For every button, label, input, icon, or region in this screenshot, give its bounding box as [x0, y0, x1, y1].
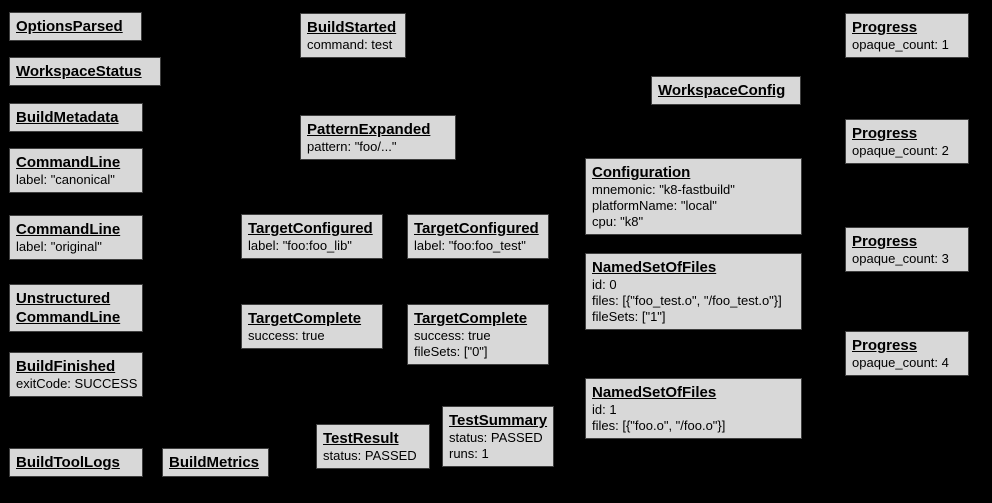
node-title: Unstructured — [16, 290, 111, 307]
node-detail: opaque_count: 4 — [852, 355, 949, 370]
node-title: Configuration — [592, 164, 691, 181]
node-named-set-of-files-1: NamedSetOfFiles id: 1 files: [{"foo.o", … — [585, 378, 802, 439]
node-detail: fileSets: ["0"] — [414, 344, 488, 359]
node-detail: label: "foo:foo_lib" — [248, 238, 352, 253]
node-title: CommandLine — [16, 309, 121, 326]
node-target-configured-test: TargetConfigured label: "foo:foo_test" — [407, 214, 549, 259]
node-build-metrics: BuildMetrics — [162, 448, 269, 477]
node-pattern-expanded: PatternExpanded pattern: "foo/..." — [300, 115, 456, 160]
node-detail: id: 0 — [592, 277, 617, 292]
node-detail: runs: 1 — [449, 446, 489, 461]
node-detail: opaque_count: 2 — [852, 143, 949, 158]
node-detail: mnemonic: "k8-fastbuild" — [592, 182, 735, 197]
node-options-parsed: OptionsParsed — [9, 12, 142, 41]
node-target-complete-test: TargetComplete success: true fileSets: [… — [407, 304, 549, 365]
node-detail: id: 1 — [592, 402, 617, 417]
node-progress-1: Progress opaque_count: 1 — [845, 13, 969, 58]
node-test-result: TestResult status: PASSED — [316, 424, 430, 469]
node-build-tool-logs: BuildToolLogs — [9, 448, 143, 477]
node-detail: label: "canonical" — [16, 172, 115, 187]
node-title: BuildToolLogs — [16, 454, 120, 471]
node-title: BuildStarted — [307, 19, 397, 36]
node-title: WorkspaceConfig — [658, 82, 786, 99]
node-title: Progress — [852, 337, 918, 354]
node-title: Progress — [852, 125, 918, 142]
node-title: BuildFinished — [16, 358, 116, 375]
node-build-finished: BuildFinished exitCode: SUCCESS — [9, 352, 143, 397]
node-detail: success: true — [414, 328, 491, 343]
node-title: CommandLine — [16, 154, 121, 171]
node-build-started: BuildStarted command: test — [300, 13, 406, 58]
node-progress-2: Progress opaque_count: 2 — [845, 119, 969, 164]
node-detail: files: [{"foo_test.o", "/foo_test.o"}] — [592, 293, 782, 308]
node-detail: label: "foo:foo_test" — [414, 238, 526, 253]
node-title: TargetComplete — [248, 310, 362, 327]
node-unstructured-command-line: Unstructured CommandLine — [9, 284, 143, 332]
node-detail: status: PASSED — [323, 448, 417, 463]
node-title: TargetComplete — [414, 310, 528, 327]
node-detail: command: test — [307, 37, 393, 52]
node-progress-3: Progress opaque_count: 3 — [845, 227, 969, 272]
node-title: CommandLine — [16, 221, 121, 238]
node-title: TargetConfigured — [414, 220, 539, 237]
node-title: TestResult — [323, 430, 399, 447]
node-workspace-config: WorkspaceConfig — [651, 76, 801, 105]
node-command-line-original: CommandLine label: "original" — [9, 215, 143, 260]
node-build-metadata: BuildMetadata — [9, 103, 143, 132]
node-detail: cpu: "k8" — [592, 214, 644, 229]
node-detail: exitCode: SUCCESS — [16, 376, 138, 391]
node-detail: opaque_count: 3 — [852, 251, 949, 266]
node-detail: label: "original" — [16, 239, 102, 254]
node-detail: opaque_count: 1 — [852, 37, 949, 52]
node-title: NamedSetOfFiles — [592, 384, 717, 401]
node-detail: pattern: "foo/..." — [307, 139, 397, 154]
node-detail: fileSets: ["1"] — [592, 309, 666, 324]
node-target-complete-lib: TargetComplete success: true — [241, 304, 383, 349]
node-detail: files: [{"foo.o", "/foo.o"}] — [592, 418, 726, 433]
node-command-line-canonical: CommandLine label: "canonical" — [9, 148, 143, 193]
node-title: Progress — [852, 233, 918, 250]
node-detail: status: PASSED — [449, 430, 543, 445]
node-title: NamedSetOfFiles — [592, 259, 717, 276]
node-title: WorkspaceStatus — [16, 63, 142, 80]
node-title: BuildMetadata — [16, 109, 119, 126]
node-test-summary: TestSummary status: PASSED runs: 1 — [442, 406, 554, 467]
node-configuration: Configuration mnemonic: "k8-fastbuild" p… — [585, 158, 802, 235]
node-progress-4: Progress opaque_count: 4 — [845, 331, 969, 376]
node-title: TargetConfigured — [248, 220, 373, 237]
node-title: Progress — [852, 19, 918, 36]
node-title: PatternExpanded — [307, 121, 431, 138]
node-detail: platformName: "local" — [592, 198, 717, 213]
node-target-configured-lib: TargetConfigured label: "foo:foo_lib" — [241, 214, 383, 259]
node-workspace-status: WorkspaceStatus — [9, 57, 161, 86]
node-named-set-of-files-0: NamedSetOfFiles id: 0 files: [{"foo_test… — [585, 253, 802, 330]
node-title: OptionsParsed — [16, 18, 123, 35]
node-title: BuildMetrics — [169, 454, 260, 471]
node-detail: success: true — [248, 328, 325, 343]
node-title: TestSummary — [449, 412, 548, 429]
